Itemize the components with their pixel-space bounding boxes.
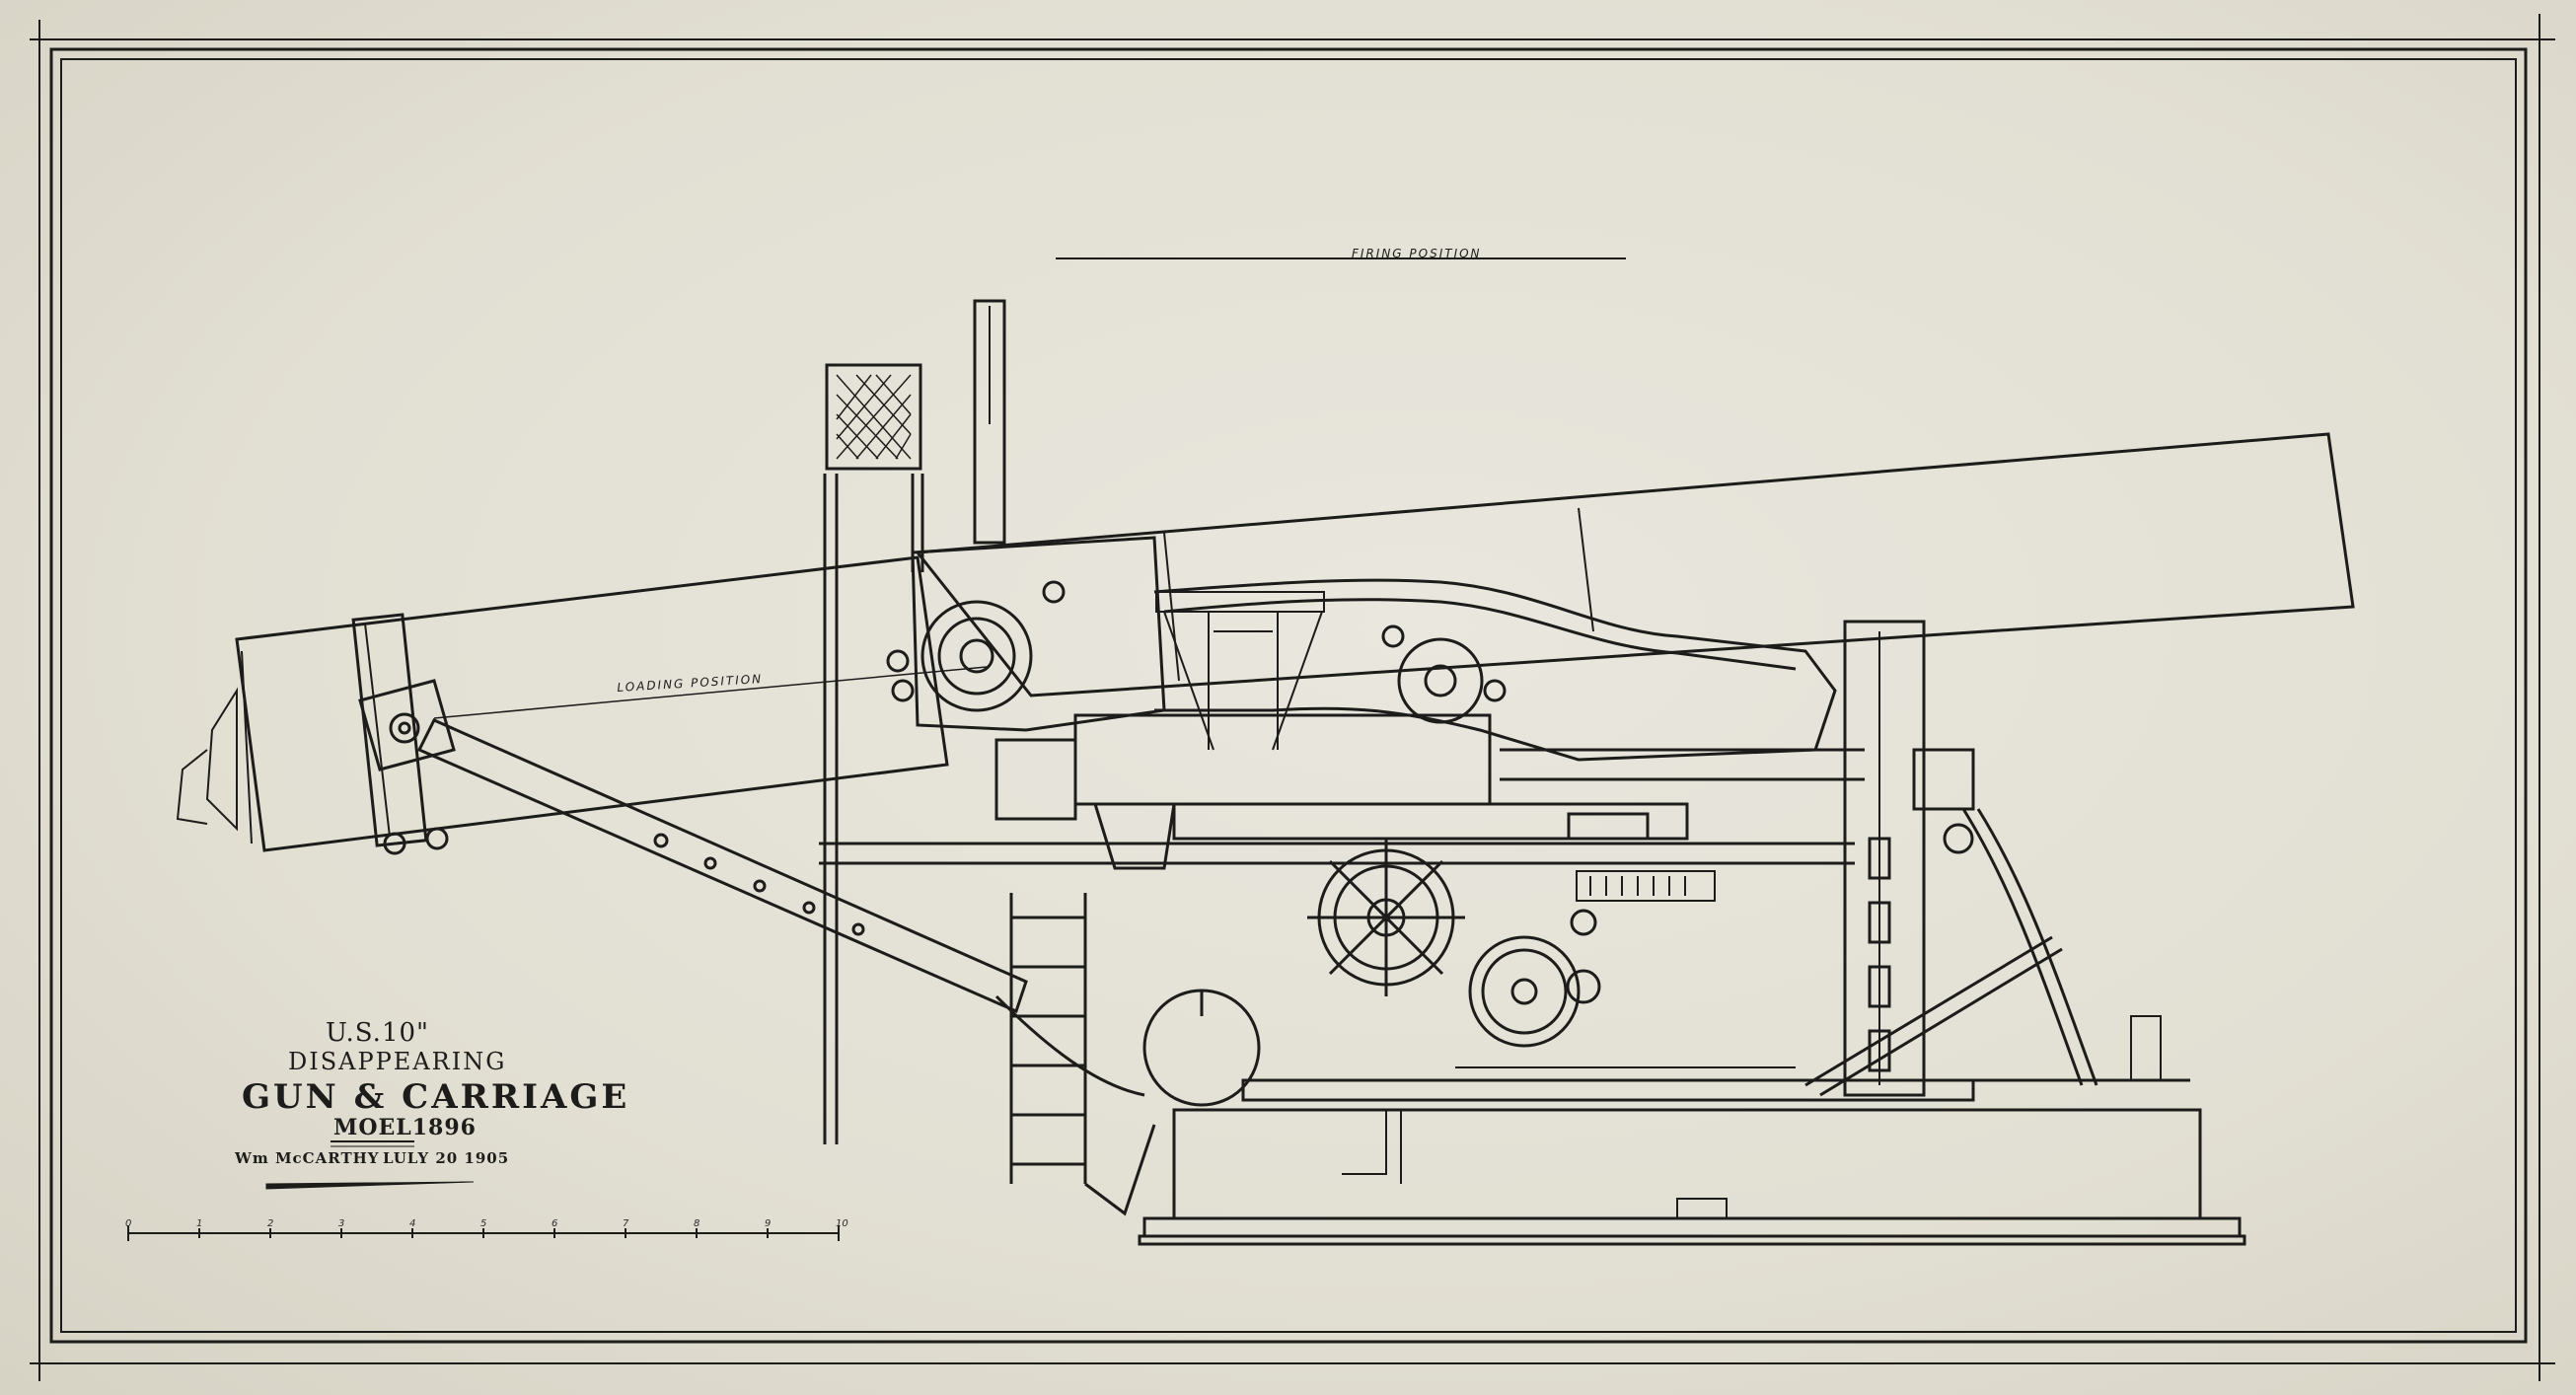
elevation-handwheel [1307,839,1465,996]
model-label: MOEL1896 [333,1115,477,1140]
scale-tick-label: 4 [409,1218,416,1229]
scale-tick-label: 0 [125,1218,132,1229]
scale-tick-label: 9 [765,1218,772,1229]
carriage-body [819,713,1865,870]
scale-tick-label: 7 [623,1218,629,1229]
sight-bracket [1155,591,1325,751]
breech-clamp [351,613,456,855]
scale-tick-label: 6 [552,1218,558,1229]
gun-barrel-firing [915,432,2355,698]
title-line1: U.S.10" [326,1018,429,1048]
scale-tick-label: 2 [267,1218,274,1229]
elevating-arm [416,718,1028,1014]
title-underlines [265,1140,475,1190]
traverse-gear [1468,909,1601,1048]
date-label: LULY 20 1905 [383,1149,510,1167]
scale-tick-label: 3 [338,1218,345,1229]
scale-tick-label: 8 [694,1218,700,1229]
title-line2: DISAPPEARING [288,1048,507,1075]
sight-mast [823,299,1006,1144]
base-platform [1138,1015,2246,1246]
trunnion-assembly [886,536,1166,732]
top-carriage-arm [1153,578,1837,762]
range-counter [1576,870,1716,902]
scale-tick-label: 1 [196,1218,203,1229]
author-label: Wm McCARTHY [235,1149,380,1167]
step-ladder [1009,893,1156,1216]
border-frame [30,14,2555,1381]
title-line3: GUN & CARRIAGE [242,1077,630,1117]
scale-tick-label: 5 [480,1218,487,1229]
gun-barrel-loading [176,555,988,852]
firing-position-label: FIRING POSITION [1352,247,1482,260]
scale-tick-label: 10 [836,1218,848,1229]
cable-drum [994,989,1261,1107]
rear-upright [1804,620,2098,1097]
